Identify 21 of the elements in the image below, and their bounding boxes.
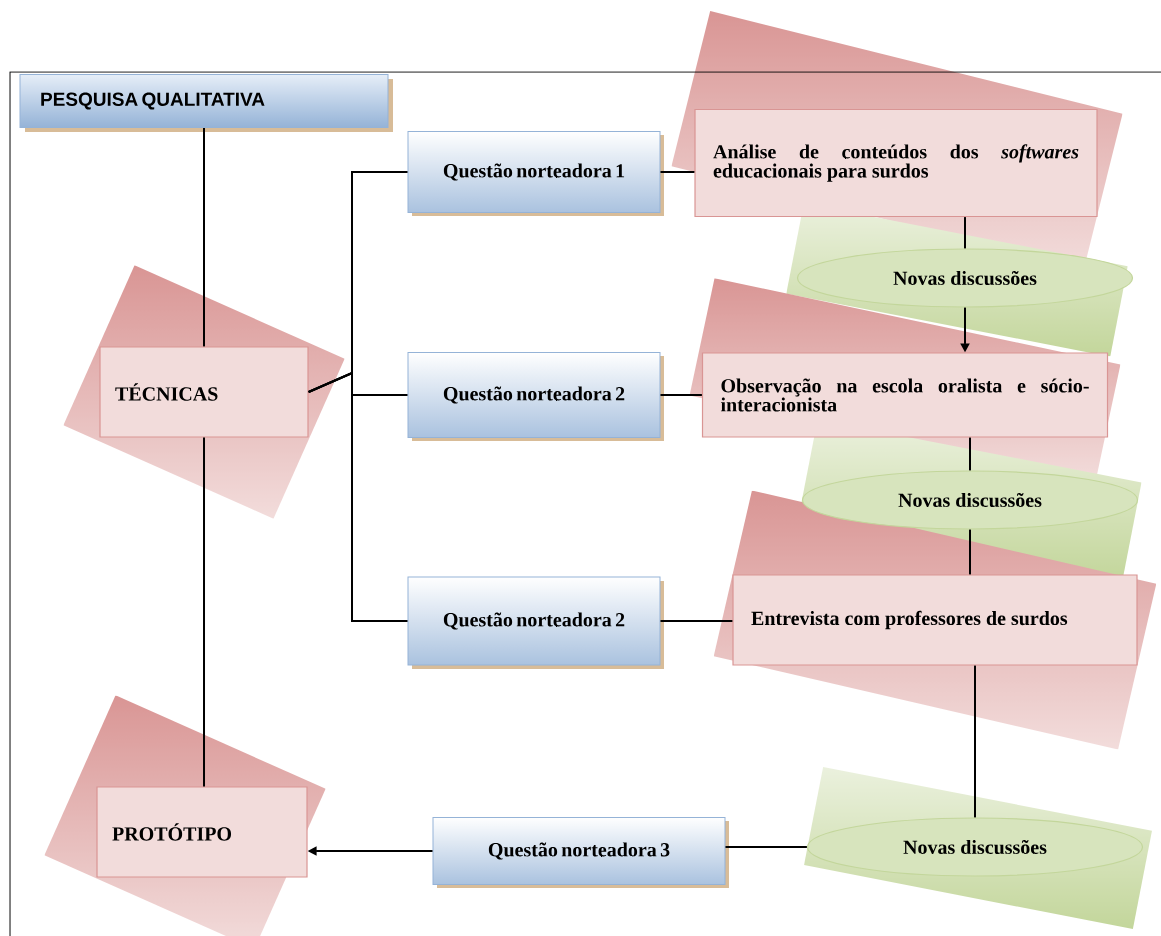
method-box: Análise de conteúdos dos softwares educacionais para surdos xyxy=(694,108,1098,218)
method-box: Entrevista com professores de surdos xyxy=(732,574,1138,666)
connector xyxy=(659,394,703,396)
title-box: PESQUISA QUALITATIVA xyxy=(19,74,393,132)
connector xyxy=(659,171,696,173)
method-box: Observação na escola oralista e sócio-interacionista xyxy=(701,352,1109,438)
connector xyxy=(203,436,205,788)
label-box: TÉCNICAS xyxy=(99,346,309,438)
question-box: Questão norteadora 3 xyxy=(432,817,729,888)
connector xyxy=(969,436,971,472)
connector xyxy=(969,528,971,576)
connector xyxy=(203,127,205,348)
question-box: Questão norteadora 2 xyxy=(407,576,664,669)
question-box: Questão norteadora 2 xyxy=(407,352,664,441)
connector xyxy=(659,620,734,622)
connector xyxy=(974,664,976,819)
connector xyxy=(307,371,409,622)
connector xyxy=(724,846,808,848)
question-box: Questão norteadora 1 xyxy=(407,131,664,216)
label-box: PROTÓTIPO xyxy=(96,786,308,878)
connector xyxy=(964,216,966,250)
